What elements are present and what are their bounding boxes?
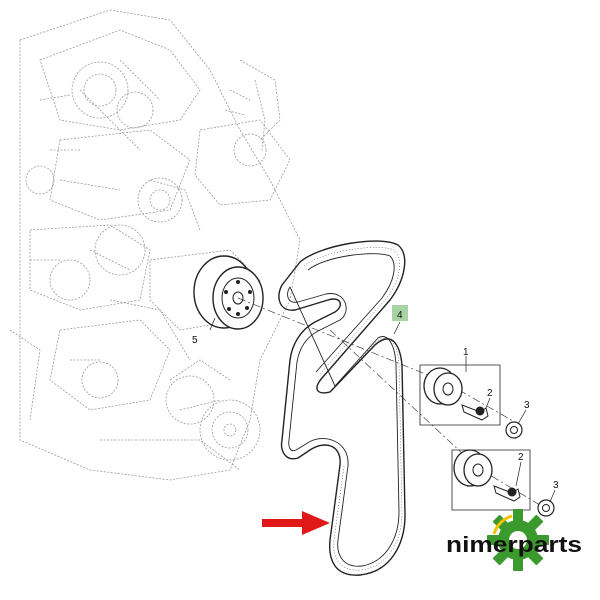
red-arrow-icon: [262, 511, 330, 535]
drive-belt: [278, 240, 406, 576]
gear-logo-icon: [487, 509, 549, 571]
callout-2-upper: 2: [487, 388, 493, 399]
brand-name: nimerparts: [446, 532, 582, 557]
callout-labels: 4 1 2 3 5 2 3: [192, 305, 559, 491]
engine-outline: [9, 9, 301, 481]
callout-4: 4: [397, 310, 403, 321]
idler-pulley-upper: [419, 364, 501, 426]
callout-5: 5: [192, 335, 198, 346]
engine-circles: [25, 61, 267, 461]
leader-lines: [209, 317, 556, 503]
callout-2-lower: 2: [518, 452, 524, 463]
center-lines: [237, 297, 546, 509]
washer-lower: [537, 499, 555, 517]
washer-upper: [505, 421, 523, 439]
idler-pulley-lower: [451, 449, 531, 511]
crank-damper-pulley: [193, 255, 264, 330]
callout-1: 1: [463, 347, 469, 358]
callout-3-upper: 3: [524, 400, 530, 411]
callout-3-lower: 3: [553, 480, 559, 491]
callout-4-highlight: [392, 305, 408, 321]
